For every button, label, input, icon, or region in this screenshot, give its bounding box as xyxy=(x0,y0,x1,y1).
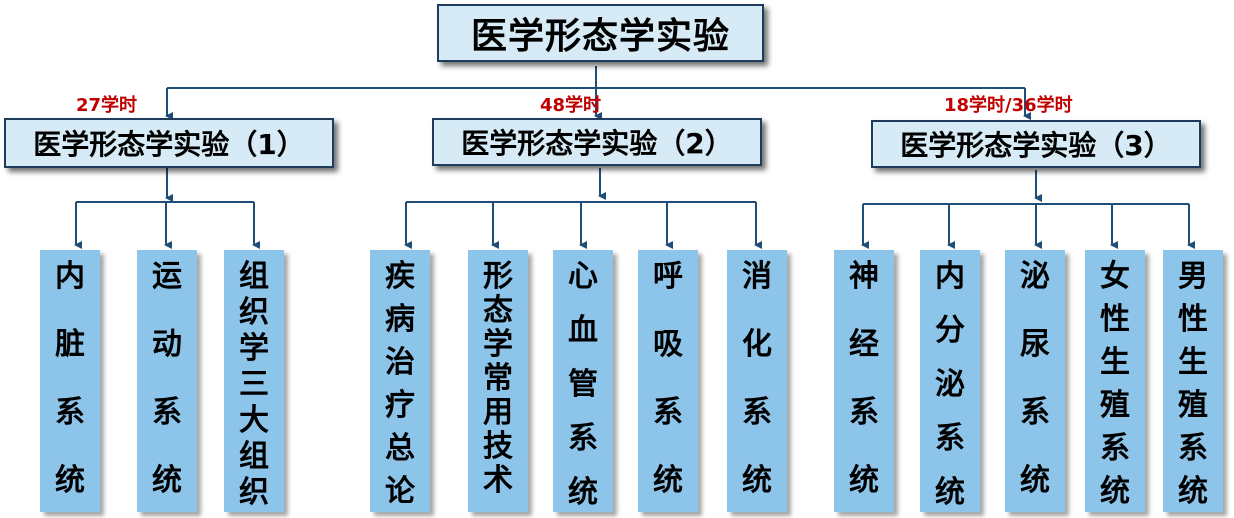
section-1-title: 医学形态学实验（1） xyxy=(33,128,305,161)
leaf-char: 系 xyxy=(849,395,879,430)
section-1-box: 医学形态学实验（1） xyxy=(4,118,334,168)
leaf-char: 吸 xyxy=(653,327,683,362)
leaf-char: 心 xyxy=(568,259,598,294)
leaf-char: 殖 xyxy=(1178,388,1208,423)
leaf-char: 学 xyxy=(483,327,513,362)
leaf-char: 论 xyxy=(385,474,415,509)
leaf-char: 形 xyxy=(483,259,513,294)
leaf-char: 组 xyxy=(239,259,269,294)
leaf-section-3-2: 泌尿系统 xyxy=(1005,250,1065,512)
section-2-box: 医学形态学实验（2） xyxy=(432,118,762,166)
section-1-hours: 27学时 xyxy=(76,95,138,116)
leaf-char: 管 xyxy=(568,367,598,402)
leaf-char: 脏 xyxy=(55,327,85,362)
section-2-hours: 48学时 xyxy=(540,95,602,116)
leaf-section-1-2: 组织学三大组织 xyxy=(224,250,284,512)
leaf-char: 运 xyxy=(152,259,182,294)
leaf-char: 织 xyxy=(239,475,269,510)
leaf-section-3-3: 女性生殖系统 xyxy=(1085,250,1145,512)
leaf-char: 态 xyxy=(483,293,513,328)
leaf-char: 统 xyxy=(849,463,879,498)
leaf-char: 统 xyxy=(742,463,772,498)
leaf-char: 常 xyxy=(483,361,513,396)
leaf-char: 统 xyxy=(653,463,683,498)
leaf-char: 系 xyxy=(1100,431,1130,466)
leaf-char: 呼 xyxy=(653,259,683,294)
section-3-hours: 18学时/36学时 xyxy=(944,95,1073,116)
leaf-char: 系 xyxy=(152,395,182,430)
leaf-char: 生 xyxy=(1178,345,1208,380)
leaf-char: 生 xyxy=(1100,345,1130,380)
leaf-char: 系 xyxy=(935,421,965,456)
leaf-char: 系 xyxy=(653,395,683,430)
leaf-section-2-4: 消化系统 xyxy=(727,250,787,512)
leaf-char: 组 xyxy=(239,439,269,474)
leaf-char: 系 xyxy=(568,421,598,456)
leaf-char: 系 xyxy=(1178,431,1208,466)
root-title: 医学形态学实验 xyxy=(470,16,730,57)
leaf-char: 消 xyxy=(742,259,772,294)
leaf-char: 用 xyxy=(483,395,513,430)
leaf-char: 系 xyxy=(55,395,85,430)
leaf-section-1-0: 内脏系统 xyxy=(40,250,100,512)
leaf-section-3-4: 男性生殖系统 xyxy=(1163,250,1223,512)
leaf-char: 统 xyxy=(1178,474,1208,509)
leaf-char: 血 xyxy=(568,313,598,348)
leaf-section-2-0: 疾病治疗总论 xyxy=(370,250,430,512)
leaf-char: 泌 xyxy=(935,367,965,402)
leaf-char: 化 xyxy=(742,327,772,362)
section-2-title: 医学形态学实验（2） xyxy=(461,127,733,160)
leaf-char: 动 xyxy=(152,327,182,362)
leaf-char: 系 xyxy=(742,395,772,430)
leaf-section-2-1: 形态学常用技术 xyxy=(468,250,528,512)
leaf-char: 治 xyxy=(385,345,415,380)
leaf-char: 尿 xyxy=(1020,327,1050,362)
leaf-char: 内 xyxy=(935,259,965,294)
leaf-section-1-1: 运动系统 xyxy=(137,250,197,512)
leaf-char: 分 xyxy=(935,313,965,348)
section-3-box: 医学形态学实验（3） xyxy=(871,120,1201,168)
leaf-char: 学 xyxy=(239,331,269,366)
leaf-char: 性 xyxy=(1100,302,1130,337)
section-3-title: 医学形态学实验（3） xyxy=(900,129,1172,162)
leaf-char: 系 xyxy=(1020,395,1050,430)
leaf-char: 技 xyxy=(483,429,513,464)
leaf-char: 织 xyxy=(239,295,269,330)
leaf-char: 统 xyxy=(152,463,182,498)
leaf-char: 统 xyxy=(1100,474,1130,509)
leaf-char: 性 xyxy=(1178,302,1208,337)
leaf-char: 殖 xyxy=(1100,388,1130,423)
leaf-char: 内 xyxy=(55,259,85,294)
leaf-char: 男 xyxy=(1178,259,1208,294)
leaf-char: 女 xyxy=(1100,259,1130,294)
leaf-char: 统 xyxy=(55,463,85,498)
leaf-char: 病 xyxy=(385,302,415,337)
leaf-section-3-1: 内分泌系统 xyxy=(920,250,980,512)
leaf-char: 统 xyxy=(935,475,965,510)
leaf-char: 统 xyxy=(1020,463,1050,498)
root-title-box: 医学形态学实验 xyxy=(437,4,764,62)
leaf-char: 疾 xyxy=(385,259,415,294)
leaf-char: 总 xyxy=(385,431,415,466)
leaf-char: 三 xyxy=(239,367,269,402)
leaf-section-2-2: 心血管系统 xyxy=(553,250,613,512)
leaf-char: 术 xyxy=(483,463,513,498)
leaf-char: 经 xyxy=(849,327,879,362)
leaf-section-2-3: 呼吸系统 xyxy=(638,250,698,512)
leaf-char: 大 xyxy=(239,403,269,438)
leaf-char: 统 xyxy=(568,475,598,510)
leaf-section-3-0: 神经系统 xyxy=(834,250,894,512)
leaf-char: 泌 xyxy=(1020,259,1050,294)
leaf-char: 疗 xyxy=(385,388,415,423)
leaf-char: 神 xyxy=(849,259,879,294)
